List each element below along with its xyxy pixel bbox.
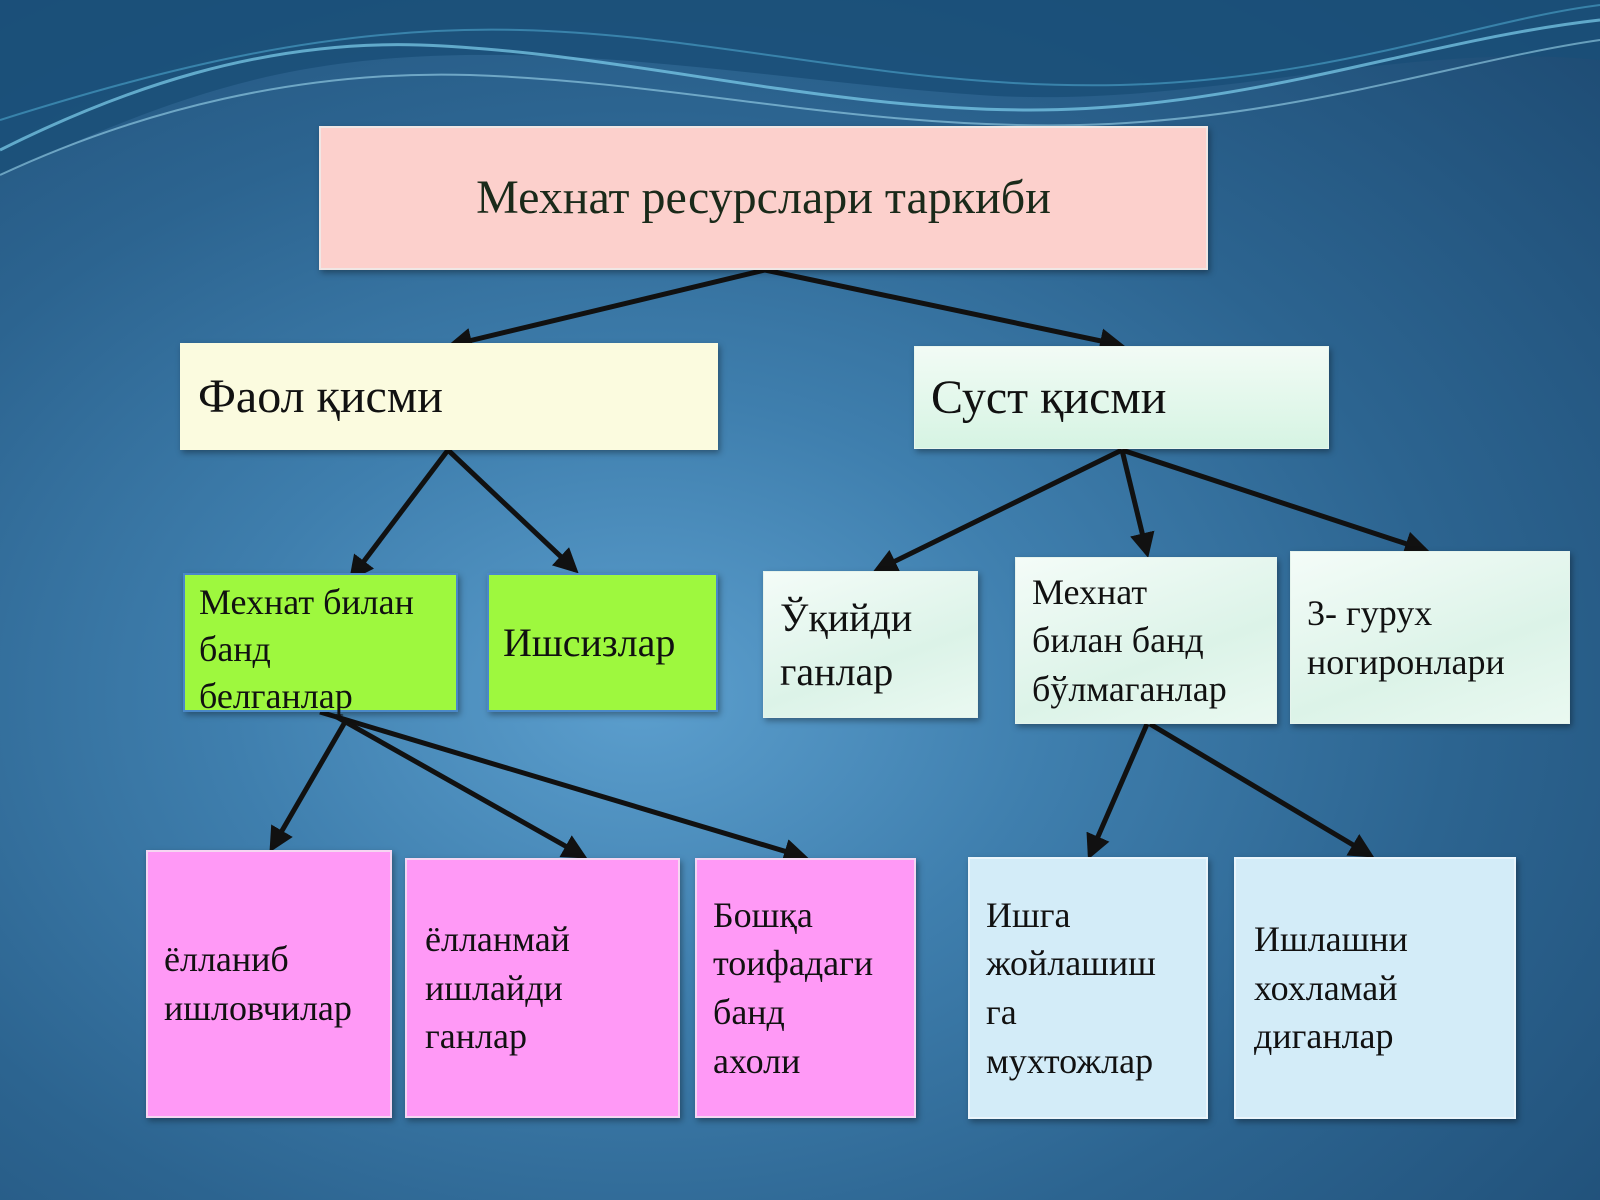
arrow-employed-to-hired bbox=[269, 720, 348, 853]
dont-want-work-box: Ишлашни хохламай диганлар bbox=[1234, 857, 1516, 1119]
employed-box: Мехнат билан банд белганлар bbox=[183, 573, 458, 716]
arrow-notemployed-to-dontwant bbox=[1148, 721, 1375, 858]
hired-workers-label: ёлланиб ишловчилар bbox=[164, 939, 352, 1028]
disabled-label: 3- гурух ногиронлари bbox=[1307, 592, 1505, 682]
diagram-title: Мехнат ресурслари таркиби bbox=[476, 171, 1051, 225]
arrow-employed-to-other bbox=[319, 709, 809, 864]
title-box: Мехнат ресурслари таркиби bbox=[319, 126, 1208, 270]
other-employed-box: Бошқа тоифадаги банд ахоли bbox=[695, 858, 916, 1118]
passive-part-box: Суст қисми bbox=[914, 346, 1329, 449]
self-employed-label: ёлланмай ишлайди ганлар bbox=[425, 919, 570, 1057]
arrow-title-to-active bbox=[447, 267, 766, 353]
hired-workers-box: ёлланиб ишловчилар bbox=[146, 850, 392, 1118]
unemployed-label: Ишсизлар bbox=[503, 619, 676, 665]
arrow-notemployed-to-need bbox=[1086, 723, 1150, 860]
arrow-active-to-employed bbox=[348, 448, 450, 581]
background-waves bbox=[0, 0, 1600, 176]
not-employed-box: Мехнат билан банд бўлмаганлар bbox=[1015, 557, 1277, 724]
not-employed-label: Мехнат билан банд бўлмаганлар bbox=[1032, 571, 1227, 709]
passive-part-label: Суст қисми bbox=[931, 370, 1167, 424]
self-employed-box: ёлланмай ишлайди ганлар bbox=[405, 858, 680, 1118]
arrow-passive-to-notemployed bbox=[1119, 449, 1155, 558]
arrow-passive-to-students bbox=[872, 447, 1124, 573]
disabled-box: 3- гурух ногиронлари bbox=[1290, 551, 1570, 724]
active-part-box: Фаол қисми bbox=[180, 343, 718, 450]
students-label: Ўқийди ганлар bbox=[780, 594, 913, 694]
active-part-label: Фаол қисми bbox=[198, 369, 443, 423]
arrow-title-to-passive bbox=[764, 267, 1125, 354]
students-box: Ўқийди ганлар bbox=[763, 571, 978, 718]
arrow-passive-to-disabled bbox=[1121, 447, 1430, 556]
arrow-active-to-unemployed bbox=[446, 448, 579, 574]
unemployed-box: Ишсизлар bbox=[487, 573, 718, 712]
need-job-box: Ишга жойлашиш га мухтожлар bbox=[968, 857, 1208, 1119]
other-employed-label: Бошқа тоифадаги банд ахоли bbox=[713, 894, 874, 1081]
employed-label: Мехнат билан банд белганлар bbox=[199, 582, 414, 716]
arrow-employed-to-nothired bbox=[333, 713, 588, 859]
dont-want-work-label: Ишлашни хохламай диганлар bbox=[1254, 919, 1408, 1057]
need-job-label: Ишга жойлашиш га мухтожлар bbox=[986, 894, 1156, 1081]
